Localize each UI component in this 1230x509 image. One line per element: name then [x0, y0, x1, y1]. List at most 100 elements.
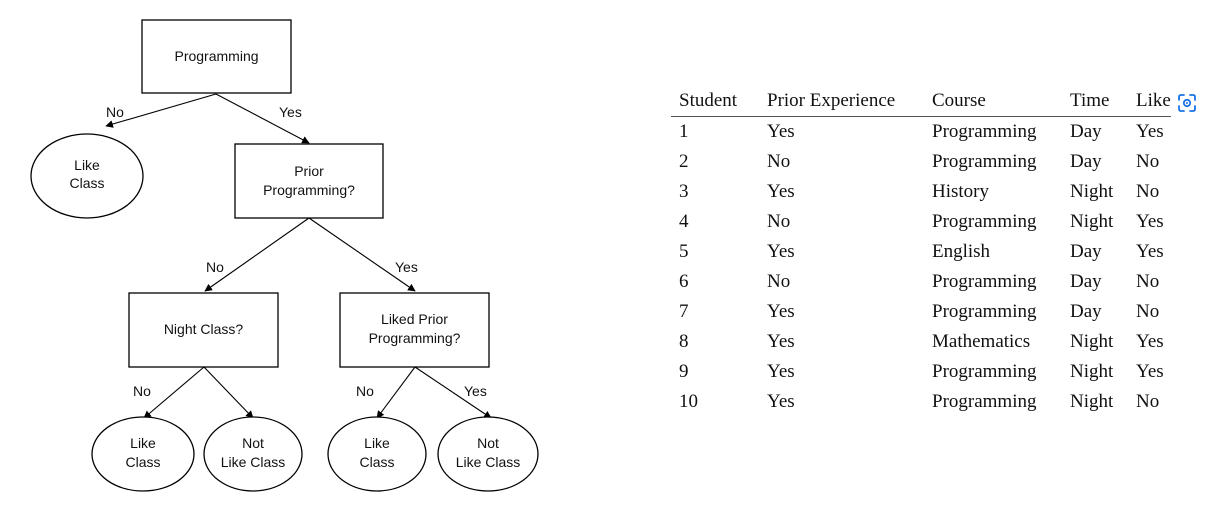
edge-night-yes: [203, 366, 254, 419]
table-row: 2 No Programming Day No: [671, 147, 1171, 177]
table-cell: 10: [679, 391, 698, 412]
table-cell: Programming: [932, 271, 1037, 292]
table-cell: Night: [1070, 211, 1114, 232]
table-cell: Night: [1070, 391, 1114, 412]
table-cell: Yes: [767, 361, 795, 382]
table-cell: Yes: [767, 391, 795, 412]
table-cell: Programming: [932, 151, 1037, 172]
table-cell: No: [767, 151, 791, 172]
table-row: 8 Yes Mathematics Night Yes: [671, 327, 1171, 357]
edge-label-night-no: No: [133, 383, 151, 399]
table-cell: Yes: [1136, 241, 1164, 262]
table-cell: No: [1136, 391, 1160, 412]
leaf-like-class-root-line2: Class: [69, 175, 104, 191]
table-cell: No: [1136, 301, 1160, 322]
table-cell: 9: [679, 361, 689, 382]
table-cell: No: [1136, 151, 1160, 172]
table-cell: Yes: [767, 181, 795, 202]
leaf-like-class-liked-line1: Like: [364, 435, 390, 451]
table-cell: Yes: [1136, 361, 1164, 382]
table-cell: Yes: [767, 241, 795, 262]
table-cell: Programming: [932, 121, 1037, 142]
node-liked-prior-line1: Liked Prior: [381, 311, 448, 327]
table-cell: 4: [679, 211, 689, 232]
table-cell: Night: [1070, 181, 1114, 202]
leaf-like-class-liked-line2: Class: [359, 454, 394, 470]
table-cell: Day: [1070, 271, 1102, 292]
table-row: 10 Yes Programming Night No: [671, 387, 1171, 417]
table-cell: Day: [1070, 121, 1102, 142]
leaf-not-like-class-night-line1: Not: [242, 435, 264, 451]
leaf-not-like-class-night-line2: Like Class: [221, 454, 286, 470]
leaf-not-like-class-liked-line2: Like Class: [456, 454, 521, 470]
node-liked-prior-line2: Programming?: [369, 330, 461, 346]
node-night-class: [128, 292, 279, 368]
table-cell: Programming: [932, 301, 1037, 322]
node-prior-programming-line1: Prior: [294, 163, 324, 179]
table-cell: 6: [679, 271, 689, 292]
table-cell: Yes: [1136, 121, 1164, 142]
edge-label-root-no: No: [106, 104, 124, 120]
edge-root-yes: [215, 93, 310, 144]
table-row: 9 Yes Programming Night Yes: [671, 357, 1171, 387]
table-cell: Night: [1070, 331, 1114, 352]
edge-label-root-yes: Yes: [279, 104, 302, 120]
header-prior-experience: Prior Experience: [759, 86, 924, 117]
edge-root-no: [105, 93, 217, 128]
table-cell: Programming: [932, 211, 1037, 232]
leaf-like-class-night: [91, 416, 195, 492]
table-cell: 1: [679, 121, 689, 142]
header-student: Student: [671, 86, 759, 117]
edge-prior-yes: [308, 217, 416, 292]
table-row: 1 Yes Programming Day Yes: [671, 117, 1171, 148]
edge-liked-yes: [414, 366, 492, 419]
edge-label-liked-no: No: [356, 383, 374, 399]
table-cell: Day: [1070, 301, 1102, 322]
leaf-like-class-night-line1: Like: [130, 435, 156, 451]
table-cell: Yes: [767, 121, 795, 142]
table-cell: Day: [1070, 241, 1102, 262]
header-course: Course: [924, 86, 1062, 117]
table-cell: 8: [679, 331, 689, 352]
table-cell: Day: [1070, 151, 1102, 172]
leaf-like-class-night-line2: Class: [125, 454, 160, 470]
edge-label-prior-yes: Yes: [395, 259, 418, 275]
table-row: 5 Yes English Day Yes: [671, 237, 1171, 267]
lens-icon[interactable]: [1176, 92, 1198, 114]
table-cell: No: [767, 271, 791, 292]
table-cell: History: [932, 181, 989, 202]
node-programming: [141, 19, 292, 94]
table-cell: Mathematics: [932, 331, 1031, 352]
decision-tree-diagram: No Yes No Yes No No Yes Programming Like…: [30, 19, 539, 492]
leaf-like-class-root-line1: Like: [74, 157, 100, 173]
table-cell: 7: [679, 301, 689, 322]
node-liked-prior-programming: [339, 292, 490, 368]
table-cell: 5: [679, 241, 689, 262]
edge-label-prior-no: No: [206, 259, 224, 275]
table-cell: Yes: [1136, 211, 1164, 232]
table-row: 4 No Programming Night Yes: [671, 207, 1171, 237]
edge-prior-no: [204, 217, 310, 292]
node-prior-programming: [234, 143, 384, 219]
header-like: Like: [1128, 86, 1171, 117]
table-cell: Yes: [767, 331, 795, 352]
edge-night-no: [143, 366, 205, 419]
header-time: Time: [1062, 86, 1128, 117]
leaf-not-like-class-liked: [437, 416, 539, 492]
table-cell: No: [1136, 181, 1160, 202]
table-cell: Programming: [932, 361, 1037, 382]
student-data-table: Student Prior Experience Course Time Lik…: [671, 86, 1171, 417]
table-cell: English: [932, 241, 991, 262]
table-cell: 2: [679, 151, 689, 172]
table-cell: Programming: [932, 391, 1037, 412]
leaf-like-class-liked: [327, 416, 427, 492]
table-cell: Night: [1070, 361, 1114, 382]
table-cell: No: [767, 211, 791, 232]
edge-liked-no: [376, 366, 416, 419]
table-cell: Yes: [1136, 331, 1164, 352]
leaf-like-class-root: [30, 133, 144, 219]
table-header-row: Student Prior Experience Course Time Lik…: [671, 86, 1171, 117]
